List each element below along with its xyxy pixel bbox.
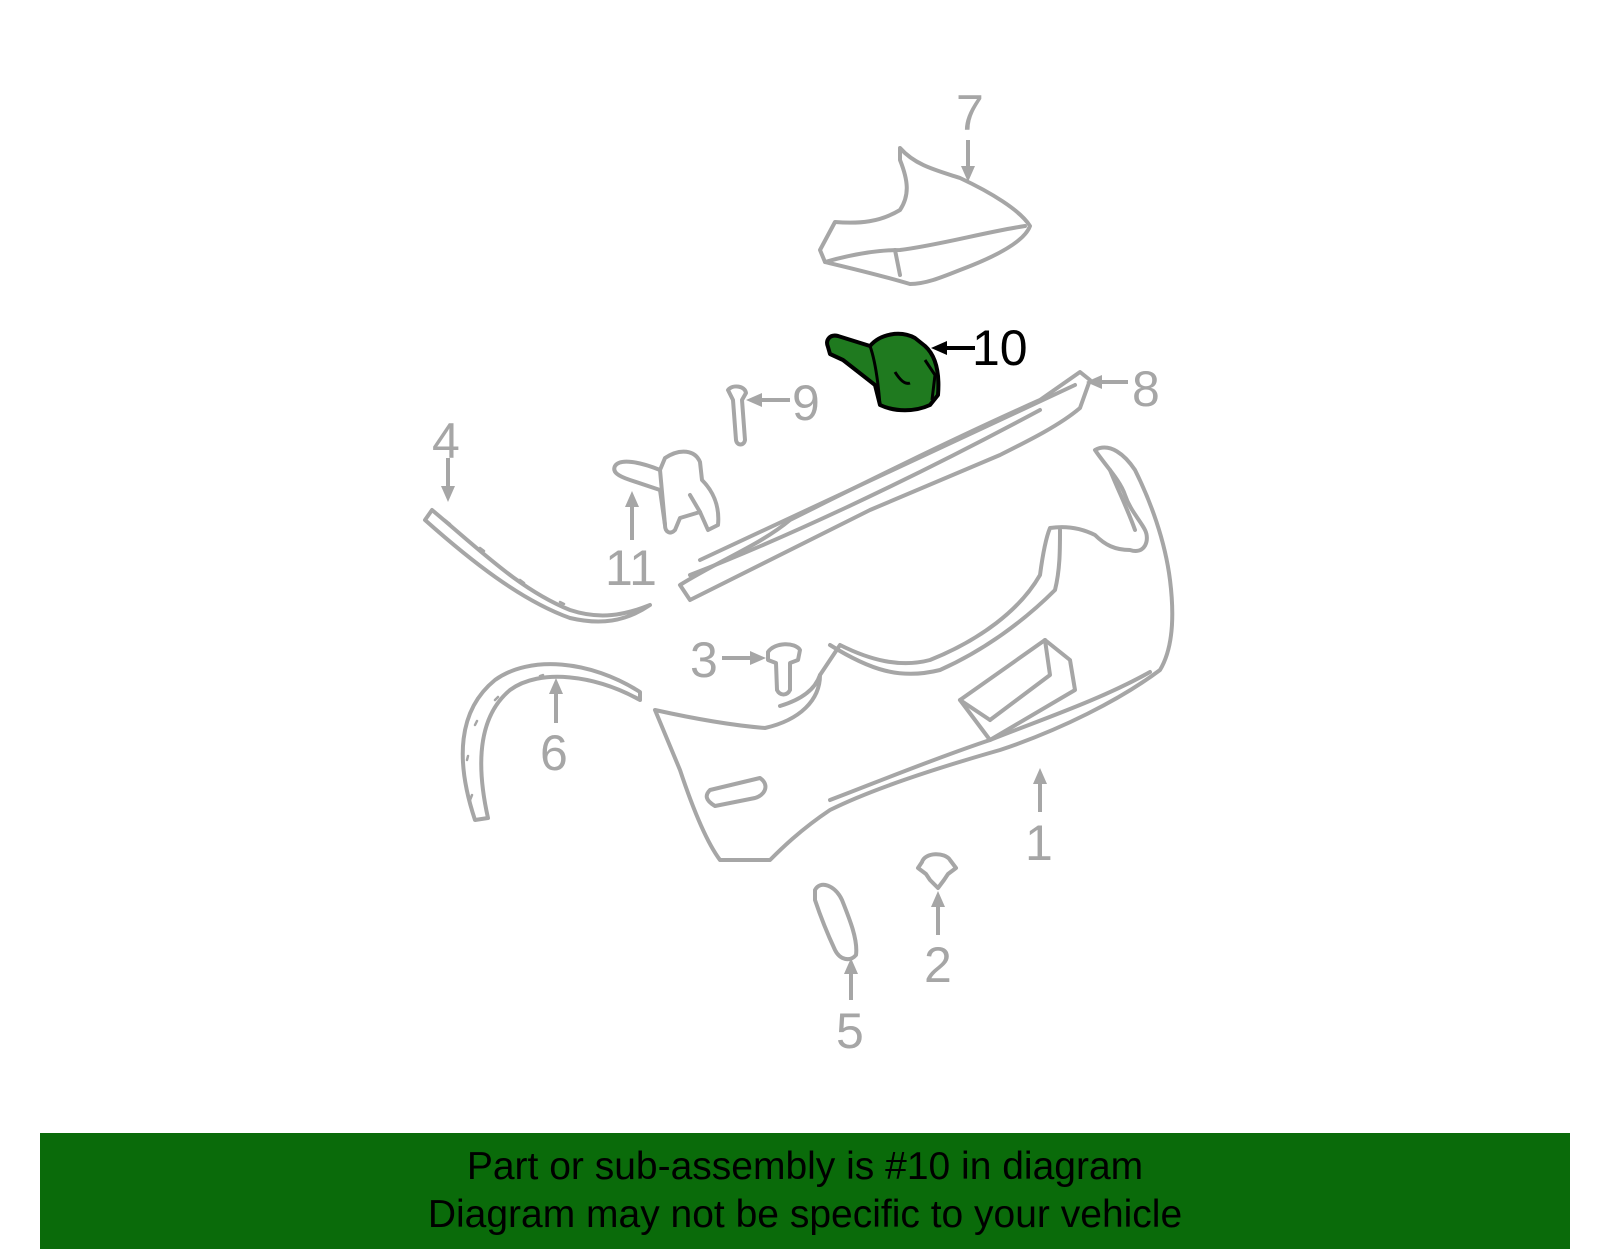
part-10-bracket-highlighted[interactable] <box>825 331 941 413</box>
part-3-bolt[interactable] <box>766 642 802 697</box>
part-4-molding[interactable] <box>423 508 652 624</box>
callout-2: 2 <box>924 937 952 993</box>
banner-line-2: Diagram may not be specific to your vehi… <box>427 1193 1183 1236</box>
callout-9: 9 <box>792 375 820 431</box>
part-9-pin[interactable] <box>726 384 748 447</box>
part-7-cover[interactable] <box>818 146 1032 286</box>
part-1-bumper-cover[interactable] <box>653 445 1175 862</box>
info-banner: Part or sub-assembly is #10 in diagram D… <box>40 1133 1570 1249</box>
callout-6: 6 <box>540 725 568 781</box>
part-2-clip[interactable] <box>916 852 958 890</box>
part-8-bar[interactable] <box>678 370 1092 602</box>
part-11-bracket[interactable] <box>612 449 721 535</box>
callout-3: 3 <box>690 632 718 688</box>
leader-arrows <box>441 140 1128 1000</box>
callout-1: 1 <box>1025 815 1053 871</box>
banner-line-1: Part or sub-assembly is #10 in diagram <box>466 1145 1144 1188</box>
callout-7: 7 <box>956 85 984 141</box>
callout-8: 8 <box>1132 361 1160 417</box>
callout-5: 5 <box>836 1003 864 1059</box>
callout-4: 4 <box>432 413 460 469</box>
callout-11: 11 <box>605 540 657 596</box>
callout-10: 10 <box>972 320 1028 376</box>
part-6-molding[interactable] <box>460 662 642 822</box>
part-5-trim[interactable] <box>813 882 859 962</box>
